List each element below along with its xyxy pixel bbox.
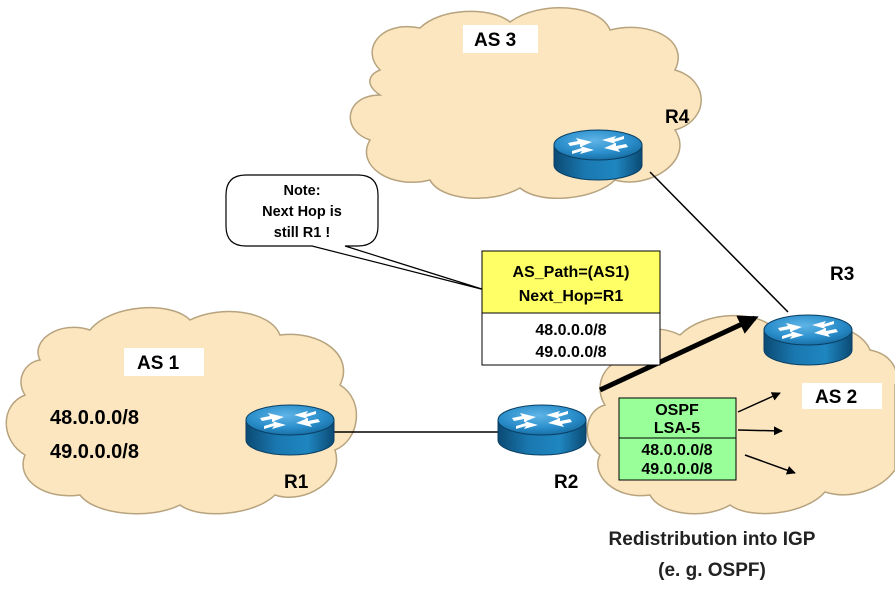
ospf-prefix-1: 48.0.0.0/8	[641, 442, 712, 459]
router-r2-label: R2	[554, 472, 578, 493]
ospf-header: OSPF	[655, 402, 699, 419]
as2-label: AS 2	[815, 387, 857, 408]
as1-cloud	[5, 307, 357, 515]
router-r4-label: R4	[665, 107, 690, 128]
as1-label: AS 1	[137, 353, 180, 374]
router-r3-label: R3	[830, 264, 854, 285]
as3-label-bg	[463, 25, 538, 53]
ospf-flood-arrow-2	[737, 426, 783, 436]
caption-line-1: Redistribution into IGP	[609, 529, 816, 550]
router-r3-icon	[763, 314, 853, 366]
bgp-prefix-1: 48.0.0.0/8	[535, 322, 606, 339]
ospf-lsa-type: LSA-5	[654, 420, 700, 437]
router-r2-icon	[497, 404, 587, 456]
ospf-lsa-box: OSPF LSA-5 48.0.0.0/8 49.0.0.0/8	[618, 397, 737, 481]
bgp-update-box: AS_Path=(AS1) Next_Hop=R1 48.0.0.0/8 49.…	[481, 250, 661, 366]
caption-line-2: (e. g. OSPF)	[658, 560, 766, 581]
router-r4-icon	[553, 129, 643, 181]
bgp-next-hop: Next_Hop=R1	[519, 288, 624, 305]
ospf-flood-arrow-3	[744, 454, 796, 475]
note-line-3: still R1 !	[274, 225, 330, 241]
note-line-2: Next Hop is	[262, 204, 342, 220]
ospf-flood-arrow-1	[737, 392, 781, 413]
bgp-propagation-arrow	[598, 315, 759, 393]
router-r1-label: R1	[284, 472, 309, 493]
as2-label-bg	[802, 383, 882, 409]
link-r4-r3	[649, 171, 789, 313]
as3-label: AS 3	[474, 30, 516, 51]
as1-label-bg	[124, 348, 204, 376]
as1-prefix-1: 48.0.0.0/8	[50, 407, 139, 429]
note-line-1: Note:	[283, 183, 320, 199]
bgp-as-path: AS_Path=(AS1)	[513, 264, 630, 281]
note-callout	[225, 174, 486, 291]
as1-prefix-2: 49.0.0.0/8	[50, 441, 139, 463]
ospf-prefix-2: 49.0.0.0/8	[641, 461, 712, 478]
bgp-prefix-2: 49.0.0.0/8	[535, 344, 606, 361]
router-r1-icon	[245, 404, 335, 456]
